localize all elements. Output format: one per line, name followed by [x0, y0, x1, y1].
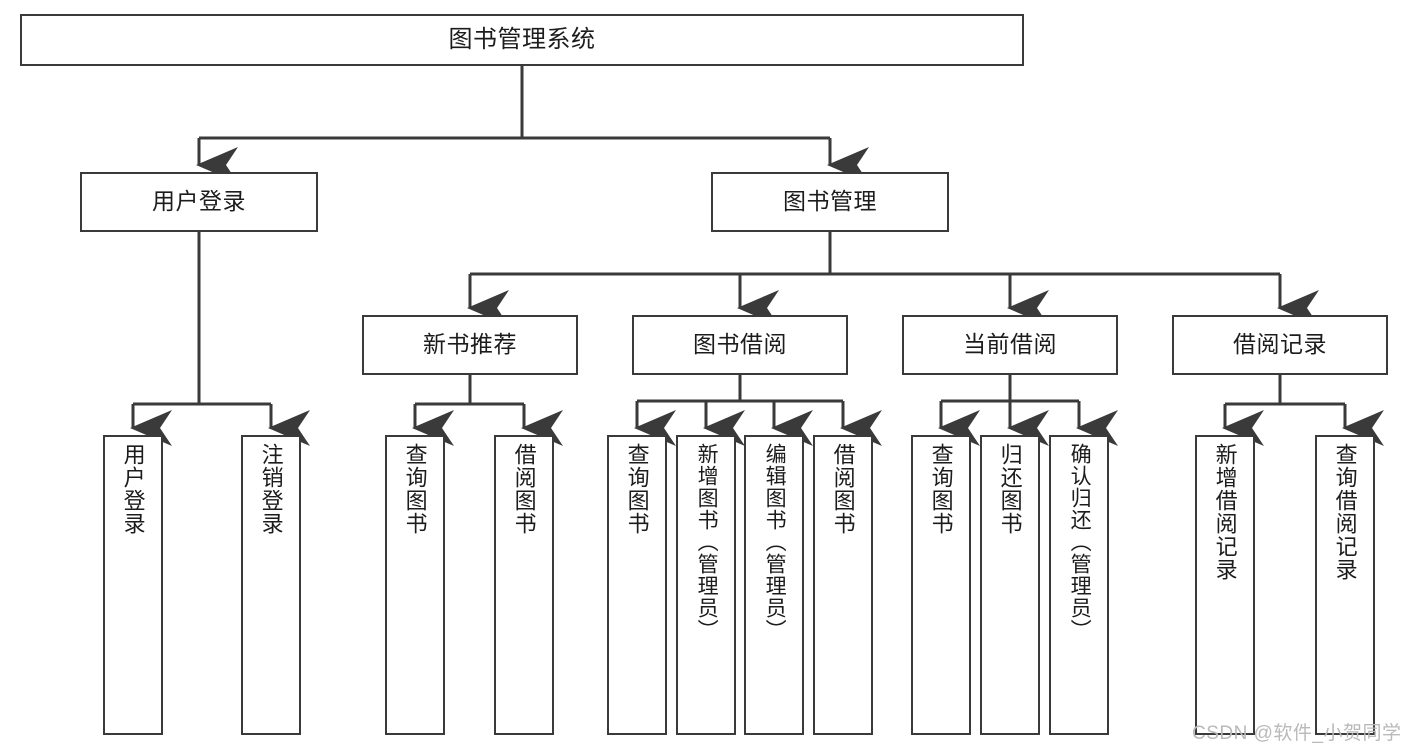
- node-label: 借阅图书: [830, 443, 856, 535]
- node-label: 查询图书: [624, 443, 650, 535]
- node-label: 查询借阅记录: [1332, 443, 1358, 581]
- node-label: 查询图书: [928, 443, 954, 535]
- node-root-book-management-system[interactable]: 图书管理系统: [20, 14, 1024, 66]
- leaf-query-book-current[interactable]: 查询图书: [911, 435, 971, 735]
- leaf-query-book-borrow[interactable]: 查询图书: [607, 435, 667, 735]
- node-label: 借阅记录: [1233, 331, 1327, 358]
- node-label: 用户登录: [120, 443, 146, 535]
- leaf-add-borrow-record[interactable]: 新增借阅记录: [1195, 435, 1255, 735]
- node-book-borrow[interactable]: 图书借阅: [632, 315, 848, 375]
- node-label: 图书管理系统: [448, 25, 596, 53]
- node-user-login[interactable]: 用户登录: [80, 172, 318, 232]
- leaf-add-book-admin[interactable]: 新增图书（管理员）: [676, 435, 736, 735]
- leaf-query-borrow-record[interactable]: 查询借阅记录: [1315, 435, 1375, 735]
- node-label: 归还图书: [997, 443, 1023, 535]
- leaf-borrow-book-recommend[interactable]: 借阅图书: [494, 435, 554, 735]
- leaf-logout[interactable]: 注销登录: [241, 435, 301, 735]
- csdn-watermark: CSDN @软件_小贺同学: [1192, 723, 1402, 744]
- leaf-borrow-book[interactable]: 借阅图书: [813, 435, 873, 735]
- leaf-return-book[interactable]: 归还图书: [980, 435, 1040, 735]
- node-label: 新增借阅记录: [1212, 443, 1238, 581]
- node-label: 图书管理: [783, 188, 877, 215]
- node-label: 图书借阅: [693, 331, 787, 358]
- node-label: 新书推荐: [423, 331, 517, 358]
- node-label: 用户登录: [152, 188, 246, 215]
- leaf-edit-book-admin[interactable]: 编辑图书（管理员）: [744, 435, 804, 735]
- node-label: 注销登录: [258, 443, 284, 535]
- node-label: 查询图书: [402, 443, 428, 535]
- node-label: 借阅图书: [511, 443, 537, 535]
- node-label: 新增图书（管理员）: [695, 443, 719, 641]
- node-label: 确认归还（管理员）: [1068, 443, 1092, 641]
- node-current-borrow[interactable]: 当前借阅: [902, 315, 1118, 375]
- node-label: 当前借阅: [963, 331, 1057, 358]
- node-new-book-recommend[interactable]: 新书推荐: [362, 315, 578, 375]
- leaf-query-book-recommend[interactable]: 查询图书: [385, 435, 445, 735]
- node-borrow-record[interactable]: 借阅记录: [1172, 315, 1388, 375]
- node-label: 编辑图书（管理员）: [763, 443, 787, 641]
- leaf-confirm-return-admin[interactable]: 确认归还（管理员）: [1049, 435, 1109, 735]
- node-book-management[interactable]: 图书管理: [711, 172, 949, 232]
- leaf-user-login[interactable]: 用户登录: [103, 435, 163, 735]
